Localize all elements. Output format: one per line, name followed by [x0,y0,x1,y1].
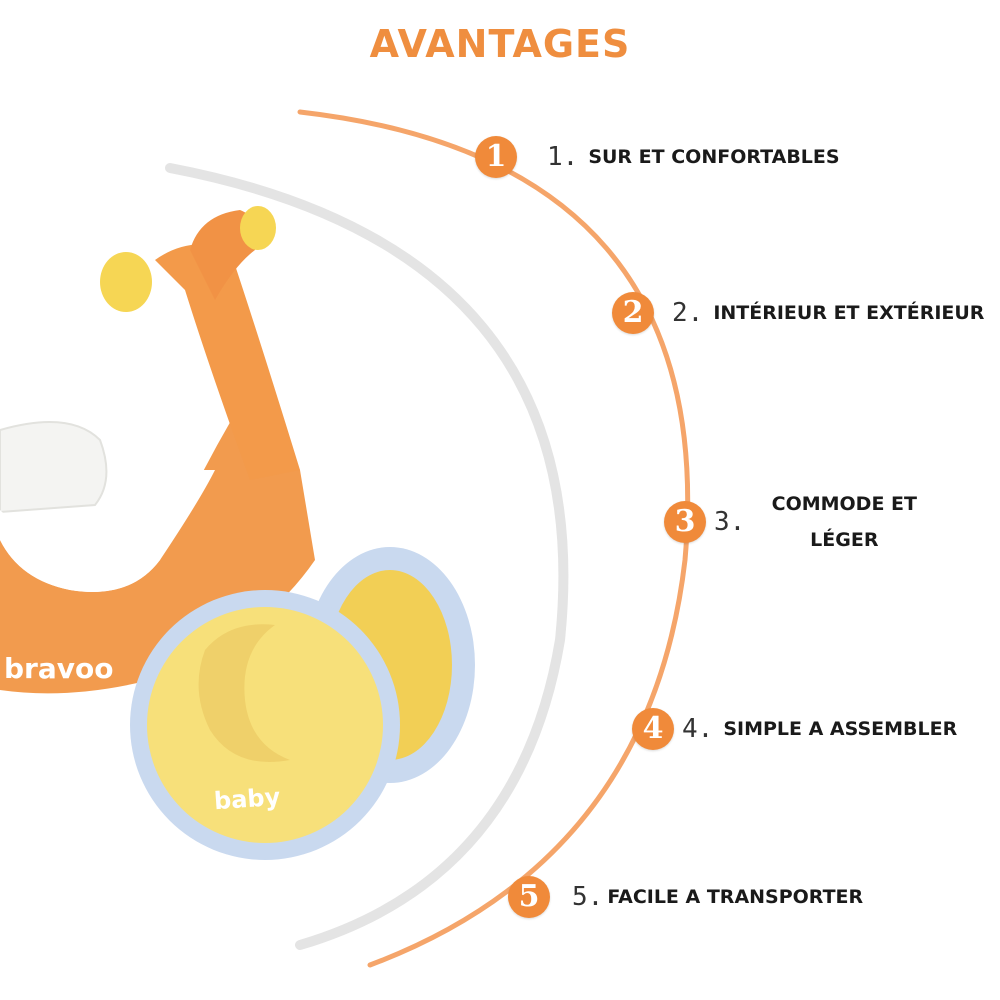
item-label: simple a assembler [723,718,958,740]
page-title: AVANTAGES [369,22,631,66]
bike-brand-text: bravoo [4,652,114,685]
grey-arc [165,163,569,950]
neck [155,244,300,480]
advantage-item-2: 2 2. intérieur et extérieur [612,292,984,334]
item-label: commode et léger [771,493,917,551]
orange-arc [297,109,691,968]
item-label: facile a transporter [607,886,864,908]
item-label: sur et confortables [588,146,840,168]
balance-bike [0,206,475,860]
item-number: 3. [714,507,746,537]
item-number: 1. [547,142,579,172]
badge-5-icon: 5 [508,876,550,918]
seat [0,421,108,514]
advantage-item-1: 1 1. sur et confortables [475,136,840,178]
advantage-item-5: 5 5. facile a transporter [508,876,863,918]
item-number: 4. [682,714,714,744]
item-number: 2. [672,298,704,328]
advantage-item-3: 3 3. commode et léger [664,486,929,558]
badge-1-icon: 1 [475,136,517,178]
badge-2-icon: 2 [612,292,654,334]
item-number: 5. [572,882,604,912]
badge-4-icon: 4 [632,708,674,750]
badge-3-icon: 3 [664,501,706,543]
advantage-item-4: 4 4. simple a assembler [632,708,957,750]
item-label: intérieur et extérieur [713,302,985,324]
wheel-hub-text: baby [213,782,282,816]
hub-crescent [198,624,290,762]
left-grip [100,252,152,312]
frame-cutout [0,470,215,592]
right-grip [240,206,276,250]
